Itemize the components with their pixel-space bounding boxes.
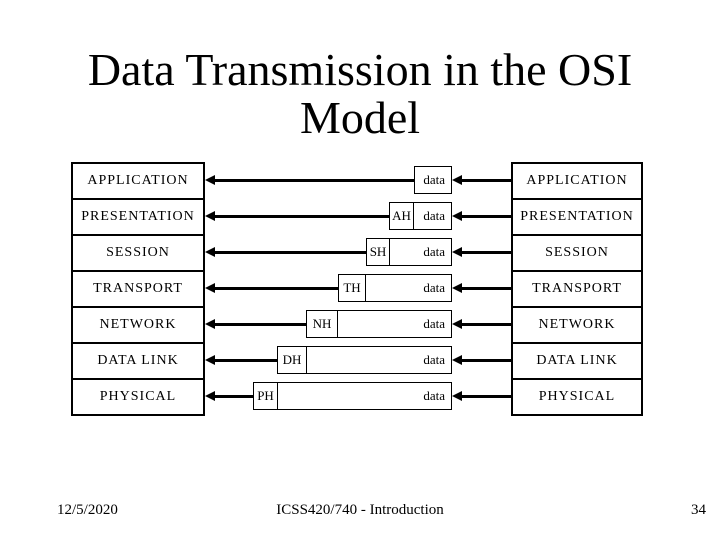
arrow-line-right: [461, 323, 511, 326]
header-cell-dh: DH: [278, 347, 307, 373]
title-line-2: Model: [299, 92, 421, 143]
layer-box-left-data-link: DATA LINK: [71, 342, 205, 380]
layer-box-right-presentation: PRESENTATION: [511, 198, 643, 236]
arrowhead-left-icon: [205, 355, 215, 365]
data-cell: data: [423, 388, 445, 403]
header-cell-sh: SH: [367, 239, 390, 265]
packet-row-data-link: DH data: [277, 346, 452, 374]
layer-box-left-network: NETWORK: [71, 306, 205, 344]
packet-row-session: SH data: [366, 238, 452, 266]
arrowhead-left-icon: [205, 391, 215, 401]
layer-box-left-presentation: PRESENTATION: [71, 198, 205, 236]
layer-box-right-transport: TRANSPORT: [511, 270, 643, 308]
arrowhead-left-icon: [205, 283, 215, 293]
header-cell-nh: NH: [307, 311, 338, 337]
data-cell: data: [423, 208, 445, 223]
arrowhead-right-icon: [452, 319, 462, 329]
slide-number: 34: [691, 502, 706, 518]
arrowhead-right-icon: [452, 247, 462, 257]
arrow-line-left: [214, 395, 253, 398]
data-cell: data: [423, 172, 445, 187]
arrowhead-left-icon: [205, 247, 215, 257]
packet-row-transport: TH data: [338, 274, 452, 302]
arrowhead-right-icon: [452, 175, 462, 185]
layer-box-left-application: APPLICATION: [71, 162, 205, 200]
arrow-line-left: [214, 287, 338, 290]
layer-box-right-data-link: DATA LINK: [511, 342, 643, 380]
header-cell-th: TH: [339, 275, 366, 301]
data-cell: data: [423, 352, 445, 367]
arrowhead-left-icon: [205, 211, 215, 221]
data-cell: data: [423, 244, 445, 259]
packet-row-presentation: AH data: [389, 202, 452, 230]
slide-title: Data Transmission in the OSI Model: [0, 46, 720, 142]
header-cell-ah: AH: [390, 203, 414, 229]
arrow-line-right: [461, 395, 511, 398]
arrowhead-right-icon: [452, 391, 462, 401]
arrow-line-right: [461, 215, 511, 218]
arrowhead-right-icon: [452, 355, 462, 365]
packet-row-application: data: [414, 166, 452, 194]
arrowhead-right-icon: [452, 211, 462, 221]
arrow-line-left: [214, 251, 366, 254]
arrow-line-left: [214, 179, 414, 182]
packet-row-network: NH data: [306, 310, 452, 338]
layer-box-right-session: SESSION: [511, 234, 643, 272]
arrow-line-left: [214, 359, 277, 362]
arrow-line-right: [461, 359, 511, 362]
packet-row-physical: PH data: [253, 382, 452, 410]
arrowhead-left-icon: [205, 319, 215, 329]
data-cell: data: [423, 316, 445, 331]
layer-box-left-transport: TRANSPORT: [71, 270, 205, 308]
footer-course: ICSS420/740 - Introduction: [276, 502, 444, 518]
arrow-line-left: [214, 215, 389, 218]
data-cell: data: [423, 280, 445, 295]
title-line-1: Data Transmission in the OSI: [87, 44, 633, 95]
layer-box-left-session: SESSION: [71, 234, 205, 272]
arrow-line-right: [461, 179, 511, 182]
arrow-line-right: [461, 287, 511, 290]
footer-date: 12/5/2020: [57, 502, 118, 518]
arrowhead-right-icon: [452, 283, 462, 293]
layer-box-right-application: APPLICATION: [511, 162, 643, 200]
arrowhead-left-icon: [205, 175, 215, 185]
arrow-line-right: [461, 251, 511, 254]
layer-box-right-network: NETWORK: [511, 306, 643, 344]
layer-box-left-physical: PHYSICAL: [71, 378, 205, 416]
arrow-line-left: [214, 323, 306, 326]
header-cell-ph: PH: [254, 383, 278, 409]
layer-box-right-physical: PHYSICAL: [511, 378, 643, 416]
